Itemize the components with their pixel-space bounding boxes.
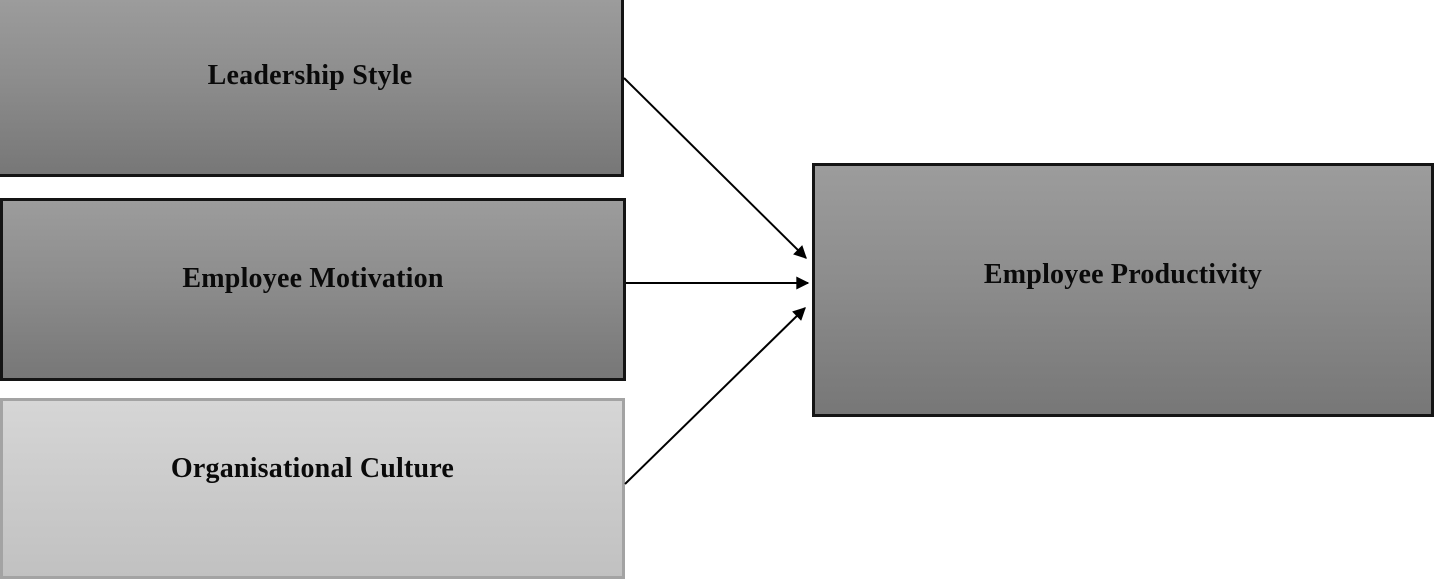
box-employee-motivation-label: Employee Motivation — [182, 262, 444, 294]
box-leadership-style-label: Leadership Style — [207, 60, 413, 91]
box-employee-productivity-label: Employee Productivity — [983, 259, 1263, 291]
arrow-culture-to-productivity — [624, 307, 806, 485]
box-leadership-style: Leadership Style — [0, 0, 624, 177]
box-employee-motivation: Employee Motivation — [0, 198, 626, 381]
box-organisational-culture: Organisational Culture — [0, 398, 625, 579]
arrow-leadership-to-productivity — [623, 77, 807, 259]
box-employee-productivity: Employee Productivity — [812, 163, 1434, 417]
box-organisational-culture-label: Organisational Culture — [170, 453, 455, 485]
